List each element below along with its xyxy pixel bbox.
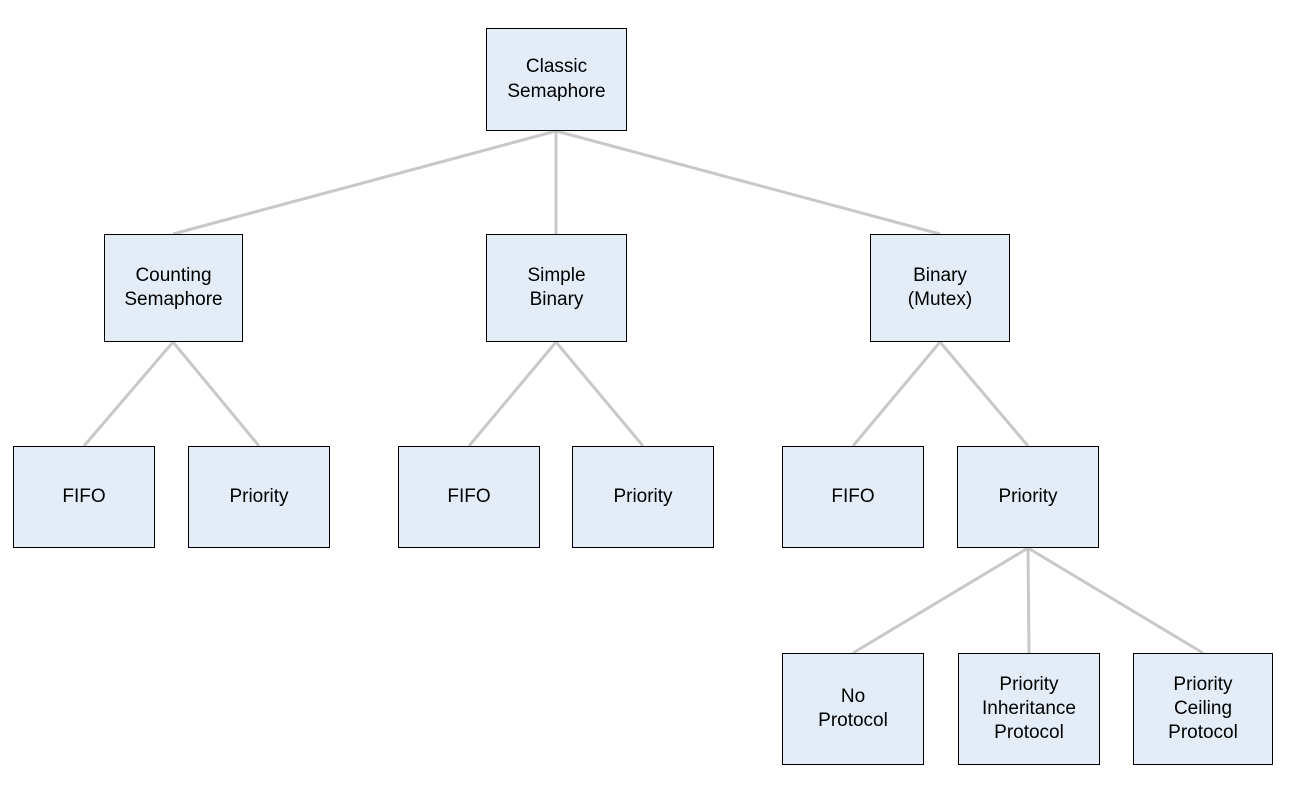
edge-mutex-priority-to-no-protocol bbox=[852, 546, 1029, 655]
edge-classic-semaphore-to-binary-mutex bbox=[555, 129, 941, 236]
node-priority-inheritance[interactable]: Priority Inheritance Protocol bbox=[958, 653, 1100, 765]
node-counting-priority[interactable]: Priority bbox=[188, 446, 330, 548]
edge-simple-binary-to-simple-priority bbox=[554, 341, 645, 447]
node-label-counting-semaphore: Counting Semaphore bbox=[124, 264, 223, 310]
node-counting-semaphore[interactable]: Counting Semaphore bbox=[104, 234, 243, 342]
edge-mutex-priority-to-priority-ceiling bbox=[1027, 546, 1204, 655]
node-simple-binary[interactable]: Simple Binary bbox=[486, 234, 627, 342]
node-label-counting-priority: Priority bbox=[229, 485, 289, 507]
node-no-protocol[interactable]: No Protocol bbox=[782, 653, 924, 765]
node-label-simple-binary: Simple Binary bbox=[527, 264, 586, 310]
node-label-priority-ceiling: Priority Ceiling Protocol bbox=[1168, 673, 1238, 744]
node-label-priority-inheritance: Priority Inheritance Protocol bbox=[981, 673, 1076, 744]
node-mutex-priority[interactable]: Priority bbox=[957, 446, 1099, 548]
edge-counting-semaphore-to-counting-fifo bbox=[82, 341, 175, 447]
node-label-counting-fifo: FIFO bbox=[62, 485, 106, 507]
edge-simple-binary-to-simple-fifo bbox=[467, 341, 558, 447]
node-simple-fifo[interactable]: FIFO bbox=[398, 446, 540, 548]
node-binary-mutex[interactable]: Binary (Mutex) bbox=[870, 234, 1010, 342]
node-simple-priority[interactable]: Priority bbox=[572, 446, 714, 548]
node-label-simple-priority: Priority bbox=[613, 485, 673, 507]
edge-classic-semaphore-to-counting-semaphore bbox=[172, 129, 557, 236]
edge-mutex-priority-to-priority-inheritance bbox=[1026, 547, 1031, 654]
node-label-binary-mutex: Binary (Mutex) bbox=[907, 264, 973, 310]
edge-counting-semaphore-to-counting-priority bbox=[171, 341, 261, 447]
node-label-mutex-priority: Priority bbox=[998, 485, 1058, 507]
node-label-classic-semaphore: Classic Semaphore bbox=[507, 56, 606, 102]
node-label-simple-fifo: FIFO bbox=[447, 485, 491, 507]
edge-binary-mutex-to-mutex-priority bbox=[938, 341, 1030, 447]
node-label-mutex-fifo: FIFO bbox=[831, 485, 875, 507]
node-priority-ceiling[interactable]: Priority Ceiling Protocol bbox=[1133, 653, 1273, 765]
node-counting-fifo[interactable]: FIFO bbox=[13, 446, 155, 548]
edge-binary-mutex-to-mutex-fifo bbox=[851, 341, 942, 447]
node-classic-semaphore[interactable]: Classic Semaphore bbox=[486, 28, 627, 131]
node-label-no-protocol: No Protocol bbox=[818, 685, 888, 731]
node-mutex-fifo[interactable]: FIFO bbox=[782, 446, 924, 548]
